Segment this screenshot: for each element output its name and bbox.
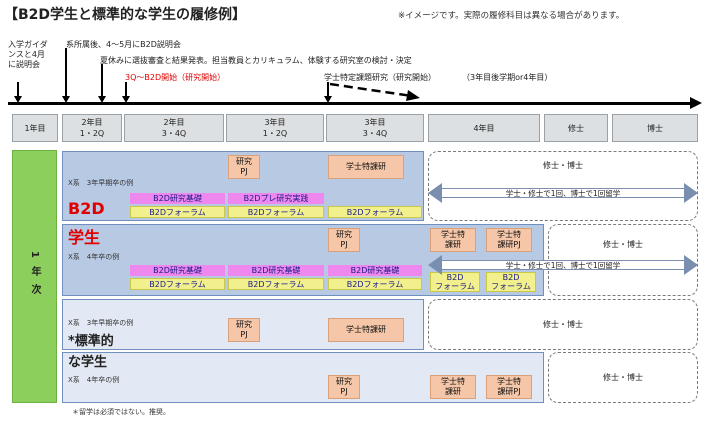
period-cell-year4: 4年目 [428, 114, 540, 142]
timeline-tick-arrow [122, 96, 130, 103]
period-cell-year3-q12: 3年目 1・2Q [226, 114, 324, 142]
b2d-pre-bar: B2Dプレ研究実践 [228, 193, 324, 204]
study-abroad-arrow-left [428, 183, 442, 203]
big-label-student: 学生 [68, 228, 101, 247]
b2d-kiso-bar: B2D研究基礎 [328, 265, 422, 276]
annotation-b2d-start: 3Q～B2D開始（研究開始） [125, 73, 226, 82]
annotation-guidance: 入学ガイダ ンスと4月 に説明会 [8, 40, 48, 69]
first-year-column: 1年次 [12, 150, 57, 403]
row-label: X系 3年早期卒の例 [68, 319, 134, 327]
big-label-standard: *標準的 [68, 334, 114, 349]
b2d-forum-bar: B2Dフォーラム [328, 278, 422, 290]
tokken-pj-block: 学士特 課研PJ [486, 375, 532, 399]
b2d-kiso-bar: B2D研究基礎 [130, 265, 225, 276]
annotation-tokutei-research: 学士特定課題研究（研究開始） [324, 73, 436, 82]
period-cell-master: 修士 [544, 114, 608, 142]
tokken-block: 学士特課研 [328, 318, 404, 342]
timeline-tick-arrow [98, 96, 106, 103]
study-abroad-arrow-right [684, 255, 698, 275]
annotation-b2d-briefing: 系所属後、4～5月にB2D説明会 [66, 40, 181, 49]
period-cell-year1: 1年目 [12, 114, 58, 142]
timeline-tick-arrow [324, 96, 332, 103]
row-label: X系 4年卒の例 [68, 253, 120, 261]
period-cell-doctor: 博士 [612, 114, 698, 142]
timeline-tick-arrow [62, 96, 70, 103]
b2d-forum-bar: B2Dフォーラム [228, 206, 324, 218]
b2d-forum-bar-year4: B2D フォーラム [430, 272, 480, 292]
future-box-r3: 修士・博士 [428, 299, 698, 350]
b2d-forum-bar: B2Dフォーラム [130, 206, 225, 218]
dashed-period-arrow [329, 82, 420, 101]
study-abroad-arrow: 学士・修士で1回、博士で1回留学 [442, 188, 684, 198]
big-label-student-2: な学生 [68, 355, 108, 370]
tokken-block: 学士特 課研 [430, 228, 476, 252]
research-pj-block: 研究 PJ [228, 155, 260, 179]
tokken-block: 学士特課研 [328, 155, 404, 179]
tokken-pj-block: 学士特 課研PJ [486, 228, 532, 252]
period-cell-year2-q34: 2年目 3・4Q [124, 114, 224, 142]
timeline-tick [125, 82, 127, 98]
page-title: 【B2D学生と標準的な学生の履修例】 [4, 7, 247, 23]
research-pj-block: 研究 PJ [328, 228, 360, 252]
b2d-forum-bar: B2Dフォーラム [130, 278, 225, 290]
future-box-r1: 修士・博士 [428, 151, 698, 221]
timeline-axis [8, 102, 698, 105]
disclaimer-note: ※イメージです。実際の履修科目は異なる場合があります。 [398, 11, 625, 21]
footnote: ＊留学は必須ではない。推奨。 [72, 408, 170, 416]
timeline-arrowhead [690, 97, 702, 109]
research-pj-block: 研究 PJ [228, 318, 260, 342]
period-cell-year2-q12: 2年目 1・2Q [62, 114, 122, 142]
annotation-selection: 夏休みに選抜審査と結果発表。担当教員とカリキュラム、体験する研究室の検討・決定 [100, 56, 412, 65]
b2d-forum-bar: B2Dフォーラム [228, 278, 324, 290]
timeline-tick [17, 82, 19, 98]
research-pj-block: 研究 PJ [328, 375, 360, 399]
timeline-tick-arrow [14, 96, 22, 103]
future-box-r4: 修士・博士 [548, 352, 698, 403]
period-cell-year3-q34: 3年目 3・4Q [326, 114, 424, 142]
row-label: X系 4年卒の例 [68, 376, 120, 384]
timeline-tick [327, 82, 329, 98]
study-abroad-arrow-right [684, 183, 698, 203]
b2d-kiso-bar: B2D研究基礎 [228, 265, 324, 276]
tokken-block: 学士特 課研 [430, 375, 476, 399]
timeline-tick [101, 64, 103, 98]
row-label: X系 3年早期卒の例 [68, 179, 134, 187]
b2d-forum-bar-year4: B2D フォーラム [486, 272, 536, 292]
b2d-forum-bar: B2Dフォーラム [328, 206, 422, 218]
study-abroad-arrow: 学士・修士で1回、博士で1回留学 [442, 260, 684, 270]
b2d-kiso-bar: B2D研究基礎 [130, 193, 225, 204]
annotation-tokutei-timing: （3年目後学期or4年目） [462, 73, 553, 82]
big-label-b2d: B2D [68, 199, 105, 218]
study-abroad-arrow-left [428, 255, 442, 275]
timeline-tick [65, 48, 67, 98]
